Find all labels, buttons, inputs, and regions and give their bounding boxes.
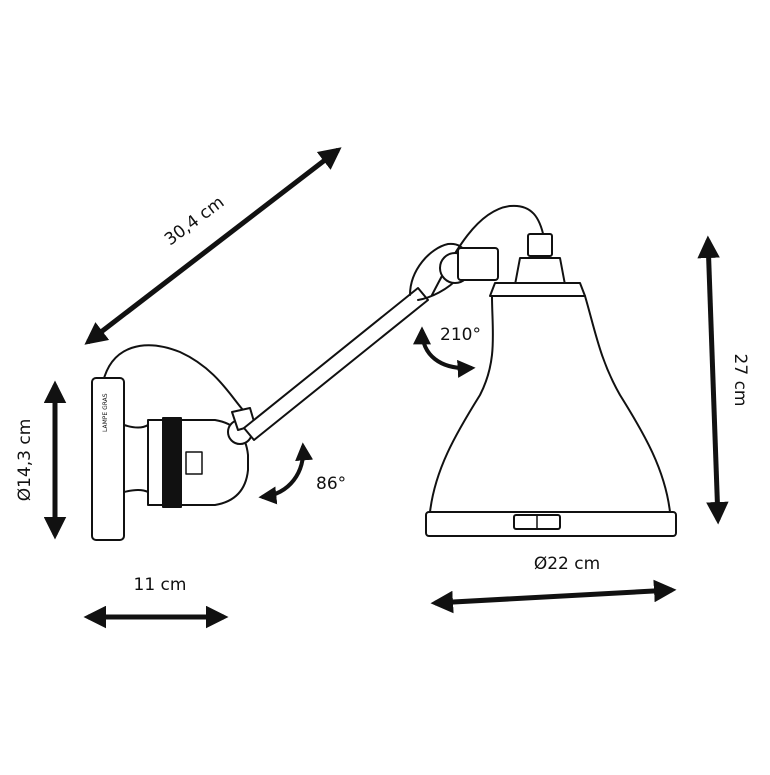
shade-cap	[489, 282, 586, 297]
base-neck	[123, 424, 149, 493]
arm-rotation-arrow	[258, 442, 314, 505]
backplate-label: LAMPE GRAS	[102, 393, 109, 432]
upper-joint-block	[457, 247, 499, 281]
shade-diameter-arrow	[430, 579, 677, 614]
lamp-drawing: LAMPE GRAS	[91, 204, 677, 541]
lamp-arm	[243, 287, 429, 441]
power-cord	[102, 344, 244, 411]
dimension-arrows	[43, 147, 729, 629]
switch-button	[185, 451, 203, 475]
shade-rotation-arrow	[413, 326, 476, 378]
shade-rotation-label: 210°	[440, 325, 481, 345]
rotation-arrows	[258, 326, 476, 505]
base-band	[162, 417, 182, 508]
backplate-diameter-label: Ø14,3 cm	[15, 419, 35, 502]
socket-top	[527, 233, 553, 257]
height-label: 27 cm	[730, 354, 750, 407]
shade-diameter-label: Ø22 cm	[534, 554, 600, 574]
height-arrow	[697, 235, 729, 525]
depth-label: 11 cm	[134, 575, 187, 595]
arm-rotation-label: 86°	[316, 474, 346, 494]
arm-length-arrow	[84, 147, 342, 345]
